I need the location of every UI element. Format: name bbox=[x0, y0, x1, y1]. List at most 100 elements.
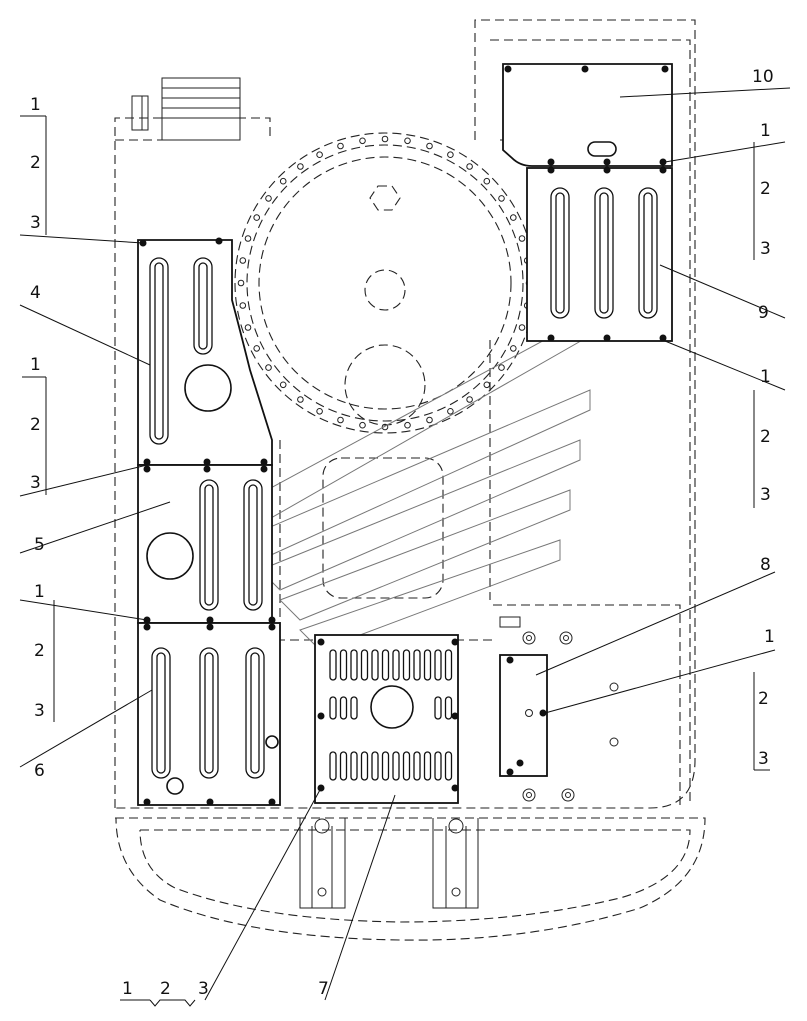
label-5: 5 bbox=[34, 535, 45, 555]
ring-bolt-hole bbox=[447, 151, 454, 158]
ring-bolt-hole bbox=[510, 214, 517, 221]
label-10: 10 bbox=[752, 67, 774, 87]
grille-slot bbox=[339, 751, 348, 781]
grille-slot bbox=[444, 649, 453, 681]
grille-slot bbox=[434, 649, 442, 681]
cover-panel-6 bbox=[137, 616, 281, 806]
label-3: 3 bbox=[34, 701, 45, 721]
ring-bolt-hole bbox=[239, 302, 247, 309]
ring-bolt-hole bbox=[253, 214, 261, 221]
label-6: 6 bbox=[34, 761, 45, 781]
label-1: 1 bbox=[34, 582, 45, 602]
grille-slot bbox=[329, 751, 337, 781]
rear-lugs bbox=[299, 818, 479, 909]
label-2: 2 bbox=[760, 179, 771, 199]
ring-bolt-hole bbox=[426, 142, 433, 150]
grille-slot bbox=[381, 649, 390, 681]
cover-panel-9 bbox=[526, 166, 673, 342]
ring-bolt-hole bbox=[337, 416, 344, 424]
ring-bolt-hole bbox=[483, 177, 491, 185]
ring-bolt-hole bbox=[518, 235, 526, 242]
ring-bolt-hole bbox=[297, 163, 304, 170]
ring-bolt-hole bbox=[381, 423, 389, 431]
ring-bolt-hole bbox=[510, 345, 517, 352]
cover-panel-10 bbox=[502, 63, 673, 167]
label-3: 3 bbox=[30, 213, 41, 233]
grille-slot bbox=[413, 751, 421, 781]
grille-slot bbox=[402, 751, 411, 781]
floor-bosses bbox=[499, 616, 619, 802]
grille-slot bbox=[444, 751, 453, 781]
top-component bbox=[131, 77, 241, 141]
label-1: 1 bbox=[760, 367, 771, 387]
part-labels: 1 2 3 4 1 2 3 5 1 2 3 6 1 2 3 7 10 1 2 3… bbox=[30, 67, 775, 999]
label-9: 9 bbox=[758, 303, 769, 323]
label-2: 2 bbox=[758, 689, 769, 709]
grille-slot bbox=[329, 696, 337, 720]
ring-bolt-hole bbox=[466, 163, 473, 170]
ring-bolt-hole bbox=[518, 324, 526, 331]
ring-bolt-hole bbox=[237, 279, 245, 287]
ring-bolt-hole bbox=[404, 137, 411, 145]
cover-panel-5 bbox=[137, 458, 273, 624]
label-1: 1 bbox=[122, 979, 133, 999]
grille-slot bbox=[392, 649, 400, 681]
ring-bolt-hole bbox=[316, 408, 323, 415]
cover-panel-7 bbox=[314, 634, 459, 804]
grille-slot bbox=[371, 649, 379, 681]
label-3: 3 bbox=[198, 979, 209, 999]
cover-panel-4 bbox=[137, 237, 273, 466]
label-2: 2 bbox=[30, 415, 41, 435]
ring-bolt-hole bbox=[244, 235, 252, 242]
label-3: 3 bbox=[760, 239, 771, 259]
label-2: 2 bbox=[34, 641, 45, 661]
cover-panel-8 bbox=[499, 654, 548, 777]
grille-slot bbox=[413, 649, 421, 681]
grille-slot bbox=[339, 649, 348, 681]
ring-bolt-hole bbox=[359, 137, 366, 145]
grille-slot bbox=[350, 696, 358, 720]
grille-slot bbox=[392, 751, 400, 781]
grille-slot bbox=[402, 649, 411, 681]
ring-bolt-hole bbox=[265, 195, 272, 202]
grille-slot bbox=[381, 751, 390, 781]
label-1: 1 bbox=[30, 355, 41, 375]
leader-lines bbox=[19, 87, 791, 1007]
ring-bolt-hole bbox=[359, 421, 366, 429]
label-1: 1 bbox=[760, 121, 771, 141]
label-7: 7 bbox=[318, 979, 329, 999]
ring-bolt-hole bbox=[265, 364, 272, 371]
grille-slot bbox=[350, 751, 358, 781]
grille-slot bbox=[371, 751, 379, 781]
ring-bolt-hole bbox=[498, 195, 505, 202]
ring-bolt-hole bbox=[297, 396, 304, 403]
ring-bolt-hole bbox=[337, 142, 344, 150]
grille-slot bbox=[444, 696, 453, 720]
ring-bolt-hole bbox=[239, 257, 247, 264]
label-2: 2 bbox=[160, 979, 171, 999]
label-8: 8 bbox=[760, 555, 771, 575]
ring-bolt-hole bbox=[244, 324, 252, 331]
grille-slot bbox=[329, 649, 337, 681]
label-3: 3 bbox=[760, 485, 771, 505]
ring-bolt-hole bbox=[381, 135, 389, 143]
ring-bolt-hole bbox=[426, 416, 433, 424]
label-2: 2 bbox=[760, 427, 771, 447]
ring-bolt-hole bbox=[253, 345, 261, 352]
grille-slot bbox=[339, 696, 348, 720]
ring-bolt-hole bbox=[498, 364, 505, 371]
label-2: 2 bbox=[30, 153, 41, 173]
grille-slot bbox=[423, 751, 432, 781]
grille-slot bbox=[434, 751, 442, 781]
grille-slot bbox=[360, 751, 369, 781]
grille-slot bbox=[423, 649, 432, 681]
label-4: 4 bbox=[30, 283, 41, 303]
ring-bolt-hole bbox=[316, 151, 323, 158]
ring-bolt-hole bbox=[483, 381, 491, 389]
ring-bolt-hole bbox=[404, 421, 411, 429]
ring-bolt-hole bbox=[447, 408, 454, 415]
label-3: 3 bbox=[30, 473, 41, 493]
label-1: 1 bbox=[764, 627, 775, 647]
center-opening bbox=[322, 457, 444, 599]
